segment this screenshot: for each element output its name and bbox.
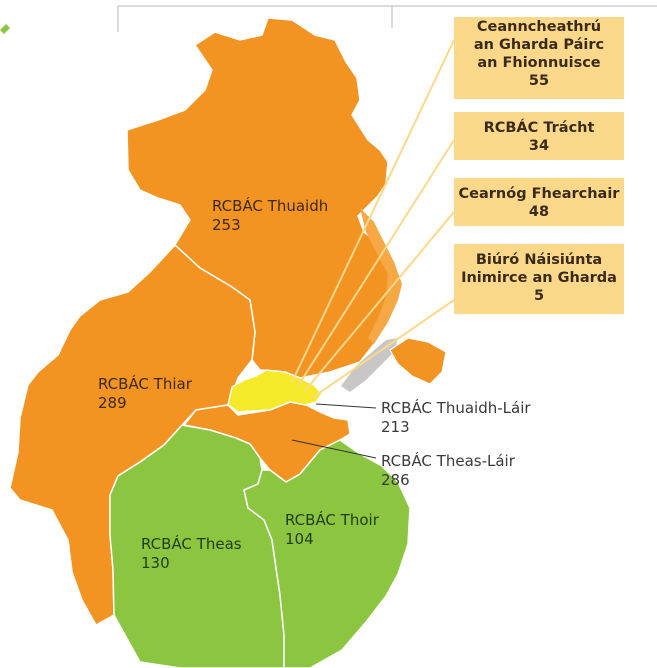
label-south-name: RCBÁC Theas — [141, 535, 242, 553]
label-west-value: 289 — [98, 394, 127, 412]
label-east: RCBÁC Thoir 104 — [285, 511, 379, 549]
corner-mark — [0, 24, 10, 34]
label-east-name: RCBÁC Thoir — [285, 511, 379, 529]
callout-line: RCBÁC Trácht — [483, 120, 595, 136]
callout-value: 55 — [528, 73, 550, 89]
label-south-central-name: RCBÁC Theas-Láir — [381, 452, 515, 470]
callout-line: an Gharda Páirc — [473, 37, 605, 53]
label-south-value: 130 — [141, 554, 170, 572]
label-south: RCBÁC Theas 130 — [141, 535, 242, 573]
label-west: RCBÁC Thiar 289 — [98, 375, 192, 413]
callout-line: Inimirce an Gharda — [461, 270, 617, 286]
leader-north-central — [315, 403, 377, 409]
region-east — [243, 439, 411, 668]
label-north-central-name: RCBÁC Thuaidh-Láir — [381, 399, 531, 417]
callout-line: Ceanncheathrú — [476, 19, 602, 35]
callout-harcourt-square: Cearnóg Fhearchair 48 — [454, 178, 624, 226]
label-west-name: RCBÁC Thiar — [98, 375, 192, 393]
bay-water — [341, 338, 398, 392]
callout-line: Cearnóg Fhearchair — [458, 186, 620, 202]
label-north: RCBÁC Thuaidh 253 — [212, 197, 328, 235]
region-peninsula — [389, 337, 447, 385]
callout-value: 34 — [528, 138, 550, 154]
coast-band — [360, 208, 402, 344]
callout-value: 48 — [528, 204, 550, 220]
label-north-central: RCBÁC Thuaidh-Láir 213 — [381, 399, 531, 437]
callout-leaders — [291, 39, 455, 399]
label-east-value: 104 — [285, 530, 314, 548]
region-north-central — [227, 369, 323, 413]
leader-south-central — [291, 439, 377, 459]
label-south-central-value: 286 — [381, 471, 410, 489]
region-west — [9, 243, 256, 627]
callout-line: Biúró Náisiúnta — [475, 252, 603, 268]
label-south-central: RCBÁC Theas-Láir 286 — [381, 452, 515, 490]
label-north-name: RCBÁC Thuaidh — [212, 197, 329, 215]
callout-line: an Fhionnuisce — [477, 55, 601, 71]
label-north-value: 253 — [212, 216, 241, 234]
callout-immigration-bureau: Biúró Náisiúnta Inimirce an Gharda 5 — [454, 244, 624, 314]
frame-line — [117, 5, 657, 32]
callout-traffic: RCBÁC Trácht 34 — [454, 112, 624, 160]
callout-phoenix-park-hq: Ceanncheathrú an Gharda Páirc an Fhionnu… — [454, 17, 624, 99]
label-north-central-value: 213 — [381, 418, 410, 436]
callout-value: 5 — [533, 288, 545, 304]
